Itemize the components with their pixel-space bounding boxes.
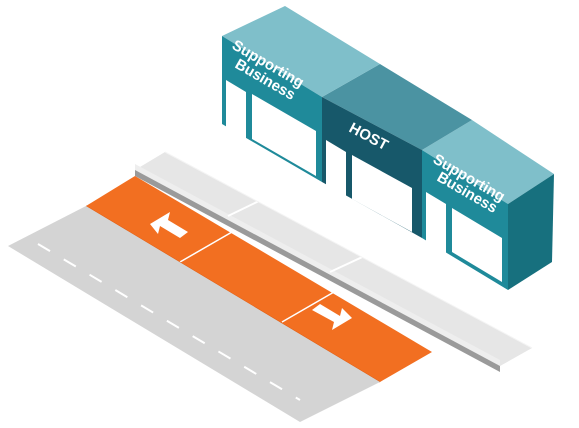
road-lane-dashes: [37, 243, 301, 401]
bike-lane-divider-2: [281, 291, 335, 323]
sidewalk: [135, 151, 533, 372]
sidewalk-top: [135, 152, 532, 366]
building-right-roof: [422, 120, 554, 204]
building-left-roof: [222, 6, 380, 97]
building-left-window: [252, 94, 316, 176]
sidewalk-slab: [135, 164, 500, 366]
building-host-roof: [322, 64, 472, 150]
building-right-door: [426, 192, 446, 258]
bike-lane-divider-1: [179, 231, 233, 263]
sidewalk-joint-2: [329, 233, 413, 273]
building-host: [322, 64, 472, 238]
building-right-side: [508, 174, 554, 290]
bike-lane: [85, 176, 432, 383]
arrow-left-icon: [150, 212, 188, 238]
arrow-right-icon: [312, 304, 352, 330]
building-right: [422, 120, 554, 290]
building-host-window: [352, 155, 412, 232]
road-surface: [8, 206, 380, 422]
curb-face: [135, 170, 500, 372]
building-left: [222, 6, 380, 182]
road: [8, 206, 380, 422]
building-right-window: [452, 208, 502, 282]
building-left-door: [226, 80, 246, 146]
building-host-door: [326, 140, 346, 206]
sidewalk-joint-3: [164, 151, 533, 349]
sidewalk-joint-1: [227, 185, 291, 217]
